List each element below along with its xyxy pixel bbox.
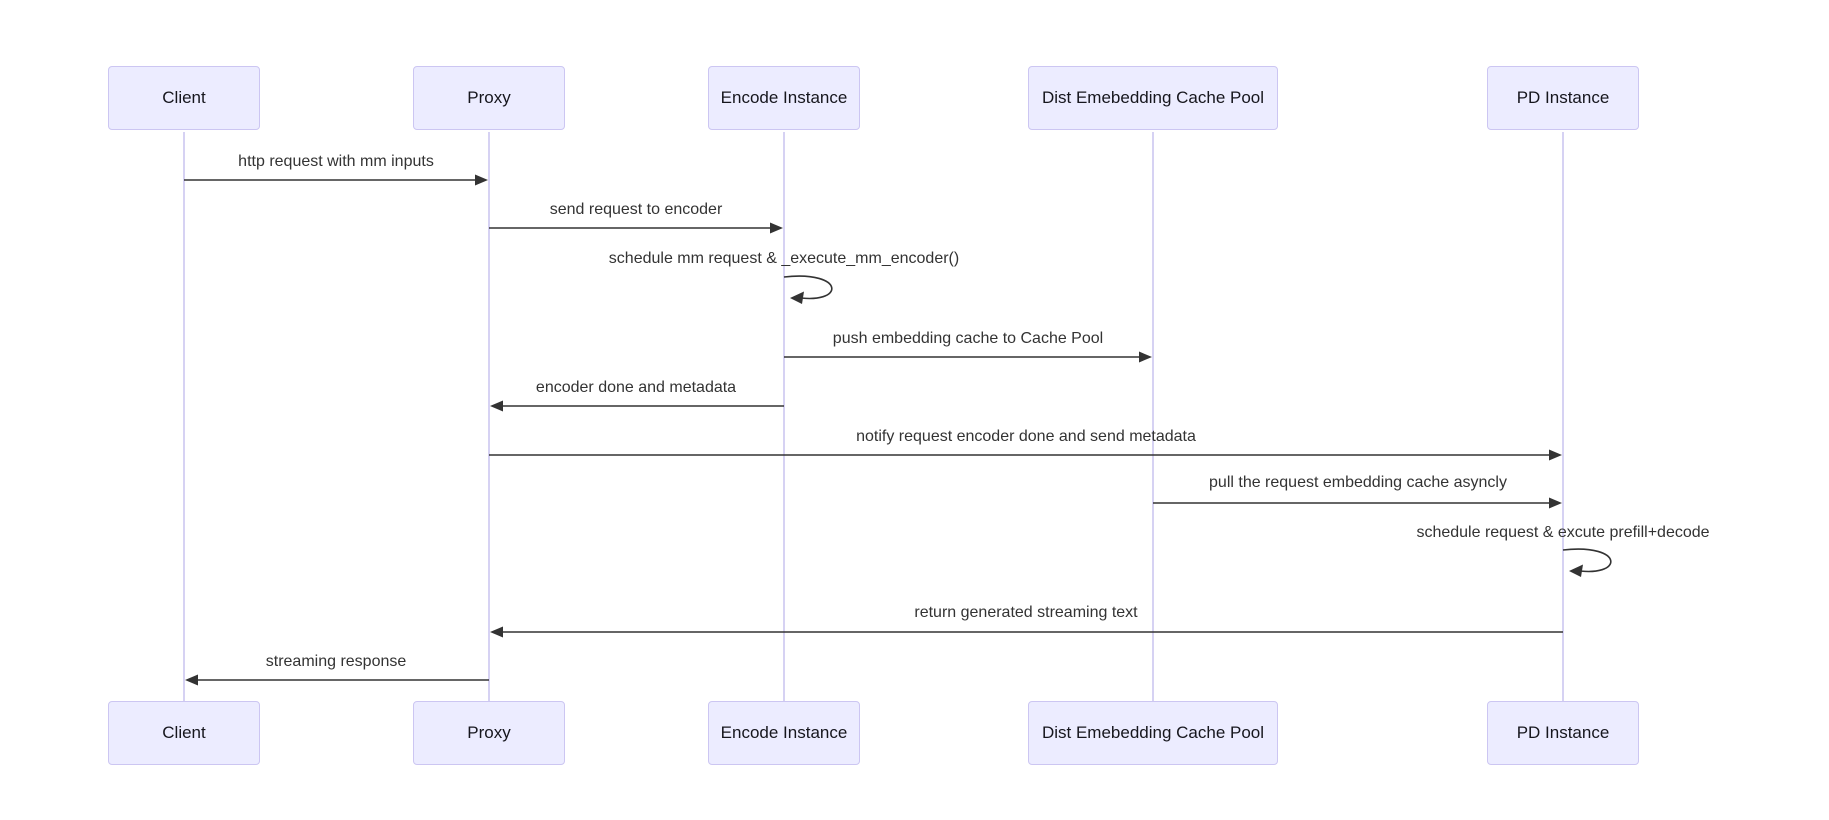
actor-label: Client — [162, 88, 206, 107]
actor-bottom-pd: PD Instance — [1487, 701, 1639, 765]
actor-bottom-client: Client — [108, 701, 260, 765]
message-label-send-request: send request to encoder — [549, 201, 723, 218]
actor-label: Dist Emebedding Cache Pool — [1041, 88, 1265, 107]
actor-label: Encode Instance — [720, 723, 848, 742]
actor-bottom-cache-pool: Dist Emebedding Cache Pool — [1028, 701, 1278, 765]
message-arrow-push-embedding — [784, 351, 1152, 363]
message-arrow-notify-encoder-done — [489, 449, 1562, 461]
self-loop-pd — [1562, 548, 1612, 577]
actor-label: Dist Emebedding Cache Pool — [1041, 723, 1265, 742]
actor-top-proxy: Proxy — [413, 66, 565, 130]
message-arrow-send-request — [489, 222, 783, 234]
message-label-schedule-mm: schedule mm request & _execute_mm_encode… — [608, 250, 960, 267]
actor-label: Proxy — [467, 723, 511, 742]
message-label-streaming-response: streaming response — [265, 653, 407, 670]
actor-label: Encode Instance — [720, 88, 848, 107]
message-label-return-streaming: return generated streaming text — [914, 604, 1138, 621]
actor-bottom-encode: Encode Instance — [708, 701, 860, 765]
message-label-push-embedding: push embedding cache to Cache Pool — [832, 330, 1104, 347]
message-arrow-return-streaming — [490, 626, 1563, 638]
message-label-notify-encoder-done: notify request encoder done and send met… — [856, 428, 1196, 445]
actor-top-encode: Encode Instance — [708, 66, 860, 130]
self-loop-encode — [783, 275, 833, 304]
actor-top-client: Client — [108, 66, 260, 130]
message-label-schedule-request: schedule request & excute prefill+decode — [1416, 524, 1710, 541]
actor-top-cache-pool: Dist Emebedding Cache Pool — [1028, 66, 1278, 130]
message-label-pull-embedding: pull the request embedding cache asyncly — [1209, 474, 1507, 491]
actor-label: Proxy — [467, 88, 511, 107]
message-arrow-streaming-response — [185, 674, 489, 686]
actor-top-pd: PD Instance — [1487, 66, 1639, 130]
message-arrow-encoder-done — [490, 400, 784, 412]
message-arrow-http-request — [184, 174, 488, 186]
message-arrow-pull-embedding — [1153, 497, 1562, 509]
actor-label: PD Instance — [1516, 723, 1610, 742]
actor-label: PD Instance — [1516, 88, 1610, 107]
actor-label: Client — [162, 723, 206, 742]
message-label-encoder-done: encoder done and metadata — [535, 379, 737, 396]
actor-bottom-proxy: Proxy — [413, 701, 565, 765]
message-label-http-request: http request with mm inputs — [238, 153, 434, 170]
